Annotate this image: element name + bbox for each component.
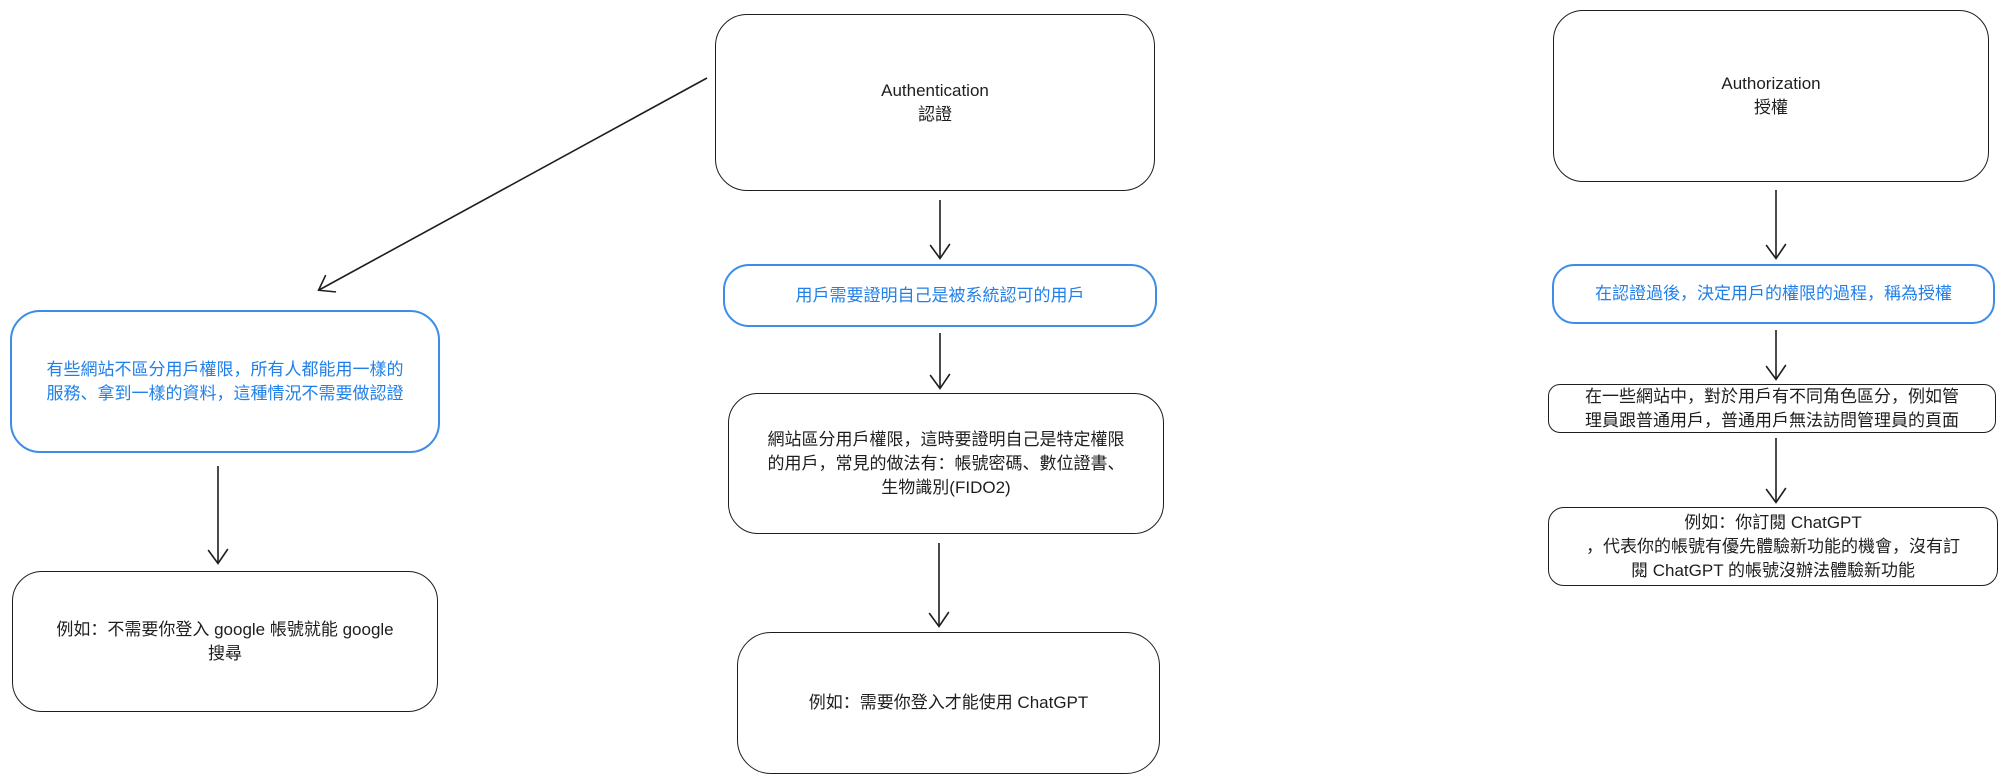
authorization-example-node: 例如：你訂閱 ChatGPT ，代表你的帳號有優先體驗新功能的機會，沒有訂 閱 … [1548, 507, 1998, 586]
no-auth-example-node: 例如：不需要你登入 google 帳號就能 google 搜尋 [12, 571, 438, 712]
authentication-title-node: Authentication 認證 [715, 14, 1155, 191]
arrow-authentication-to-no-auth-case [317, 77, 708, 293]
no-auth-case-node: 有些網站不區分用戶權限，所有人都能用一樣的 服務、拿到一樣的資料，這種情況不需要… [10, 310, 440, 453]
authentication-definition-node: 用戶需要證明自己是被系統認可的用戶 [723, 264, 1157, 327]
authentication-example-node: 例如：需要你登入才能使用 ChatGPT [737, 632, 1160, 774]
authorization-title-node: Authorization 授權 [1553, 10, 1989, 182]
authentication-methods-node: 網站區分用戶權限，這時要證明自己是特定權限 的用戶，常見的做法有：帳號密碼、數位… [728, 393, 1164, 534]
authorization-roles-node: 在一些網站中，對於用戶有不同角色區分，例如管 理員跟普通用戶，普通用戶無法訪問管… [1548, 384, 1996, 433]
authorization-definition-node: 在認證過後，決定用戶的權限的過程，稱為授權 [1552, 264, 1995, 324]
